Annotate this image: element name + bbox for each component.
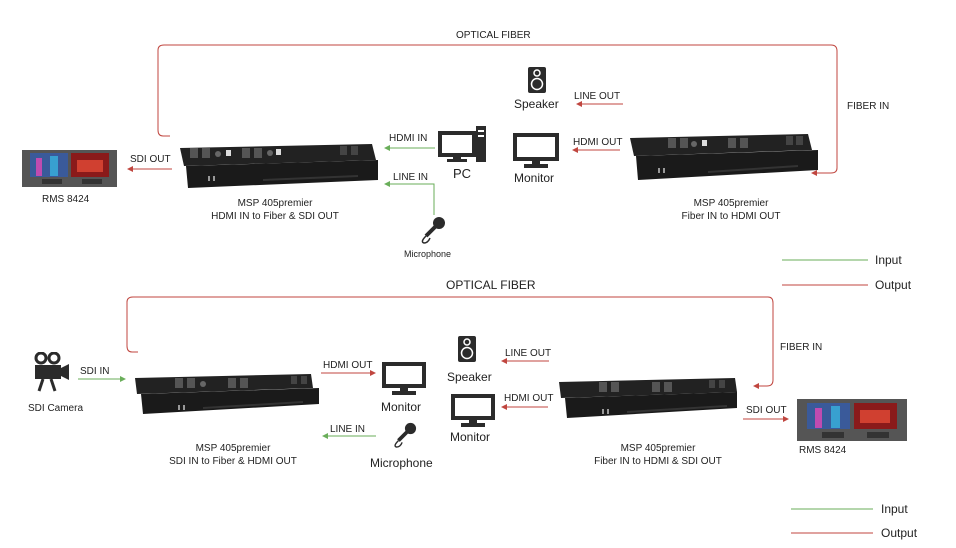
bottom-tx-name: MSP 405premier bbox=[195, 443, 271, 454]
top-monitor-label: Monitor bbox=[514, 171, 555, 185]
top-tx-desc: HDMI IN to Fiber & SDI OUT bbox=[211, 211, 339, 222]
top-monitor-icon bbox=[513, 133, 559, 168]
legend-bottom-output-label: Output bbox=[881, 526, 918, 540]
bottom-optical-fiber-line bbox=[126, 296, 774, 389]
bottom-left-monitor-icon bbox=[382, 362, 426, 395]
top-optical-fiber-label: OPTICAL FIBER bbox=[456, 30, 531, 41]
bottom-speaker-label: Speaker bbox=[447, 370, 492, 384]
bottom-microphone-label: Microphone bbox=[370, 456, 433, 470]
bottom-receiver-caption: MSP 405premier Fiber IN to HDMI & SDI OU… bbox=[563, 442, 753, 468]
bottom-hdmi-out-left-label: HDMI OUT bbox=[323, 360, 373, 371]
top-microphone-label: Microphone bbox=[404, 249, 452, 259]
bottom-rx-desc: Fiber IN to HDMI & SDI OUT bbox=[594, 456, 722, 467]
bottom-line-in-label: LINE IN bbox=[330, 424, 366, 435]
bottom-hdmi-out-right-label: HDMI OUT bbox=[504, 393, 554, 404]
bottom-rms-monitor bbox=[797, 399, 907, 441]
top-tx-name: MSP 405premier bbox=[237, 198, 313, 209]
top-rms-label: RMS 8424 bbox=[42, 194, 90, 205]
bottom-sdi-in-label: SDI IN bbox=[80, 366, 110, 377]
bottom-sdi-out-label: SDI OUT bbox=[746, 405, 787, 416]
legend-top-input-label: Input bbox=[875, 253, 902, 267]
pc-icon bbox=[438, 126, 486, 162]
camera-label: SDI Camera bbox=[28, 403, 84, 414]
bottom-optical-fiber-label: OPTICAL FIBER bbox=[446, 278, 536, 292]
bottom-right-monitor-label: Monitor bbox=[450, 430, 491, 444]
top-rx-name: MSP 405premier bbox=[693, 198, 769, 209]
bottom-rms-label: RMS 8424 bbox=[799, 445, 847, 456]
bottom-speaker-icon bbox=[458, 336, 476, 362]
top-speaker-label: Speaker bbox=[514, 97, 559, 111]
bottom-tx-desc: SDI IN to Fiber & HDMI OUT bbox=[169, 456, 297, 467]
top-sdi-out-label: SDI OUT bbox=[130, 154, 171, 165]
top-line-in-arrow bbox=[384, 181, 435, 215]
bottom-transmitter-caption: MSP 405premier SDI IN to Fiber & HDMI OU… bbox=[138, 442, 328, 468]
top-speaker-icon bbox=[528, 67, 546, 93]
top-receiver-device bbox=[630, 134, 818, 180]
top-transmitter-device bbox=[180, 144, 378, 188]
top-fiber-in-label: FIBER IN bbox=[847, 101, 890, 112]
bottom-left-monitor-label: Monitor bbox=[381, 400, 422, 414]
bottom-microphone-icon bbox=[394, 422, 417, 448]
top-line-out-label: LINE OUT bbox=[574, 91, 621, 102]
top-microphone-icon bbox=[421, 217, 445, 244]
top-receiver-caption: MSP 405premier Fiber IN to HDMI OUT bbox=[636, 197, 826, 223]
bottom-receiver-device bbox=[559, 378, 737, 418]
legend-top-output-label: Output bbox=[875, 278, 912, 292]
legend-bottom-input-label: Input bbox=[881, 502, 908, 516]
top-rms-monitor bbox=[22, 150, 117, 187]
bottom-rx-name: MSP 405premier bbox=[620, 443, 696, 454]
top-hdmi-out-label: HDMI OUT bbox=[573, 137, 623, 148]
bottom-transmitter-device bbox=[135, 374, 319, 414]
top-hdmi-in-label: HDMI IN bbox=[389, 133, 428, 144]
bottom-fiber-in-label: FIBER IN bbox=[780, 342, 823, 353]
bottom-right-monitor-icon bbox=[451, 394, 495, 427]
top-transmitter-caption: MSP 405premier HDMI IN to Fiber & SDI OU… bbox=[180, 197, 370, 223]
top-line-in-label: LINE IN bbox=[393, 172, 429, 183]
camera-icon bbox=[34, 352, 69, 392]
bottom-line-out-label: LINE OUT bbox=[505, 348, 552, 359]
pc-label: PC bbox=[453, 166, 472, 181]
top-rx-desc: Fiber IN to HDMI OUT bbox=[681, 211, 781, 222]
top-optical-fiber-line bbox=[157, 44, 838, 176]
